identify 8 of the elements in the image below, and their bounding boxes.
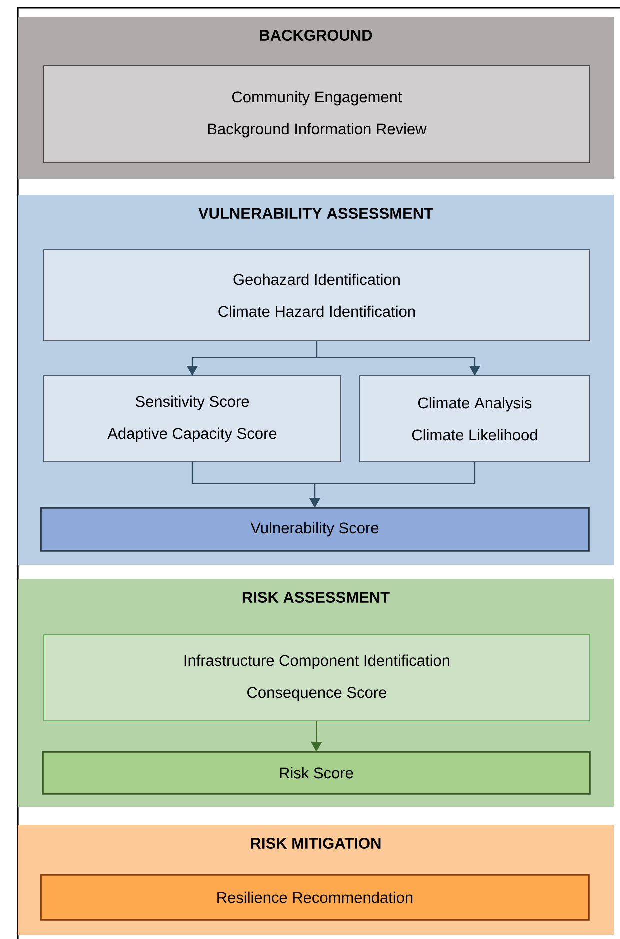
step-box: Climate Analysis Climate Likelihood	[360, 376, 590, 462]
step-box: Vulnerability Score	[40, 507, 590, 552]
step-box: Risk Score	[42, 751, 591, 795]
step-box: Resilience Recommendation	[40, 874, 590, 921]
step-box: Sensitivity Score Adaptive Capacity Score	[44, 376, 342, 462]
step-box: Community Engagement Background Information Review	[44, 66, 590, 164]
step-box: Infrastructure Component Identification Consequence Score	[44, 634, 590, 722]
step-box: Geohazard Identification Climate Hazard Identification	[44, 250, 590, 342]
